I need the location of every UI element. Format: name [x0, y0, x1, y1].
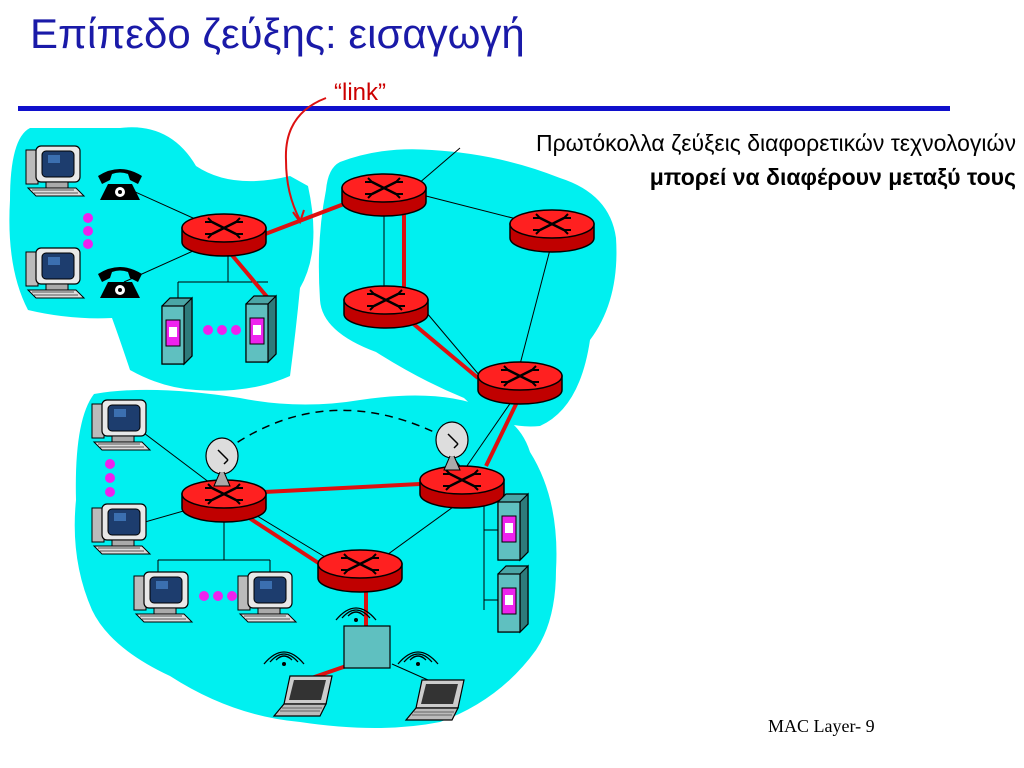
network-cloud-topleft	[9, 127, 314, 391]
desktop-computer-icon	[91, 503, 151, 555]
desktop-computer-icon	[91, 399, 151, 451]
ellipsis-dots	[199, 591, 237, 601]
satellite-link	[225, 409, 451, 451]
title-divider	[18, 106, 950, 111]
server-icon	[161, 297, 193, 365]
link-label: “link”	[334, 79, 386, 106]
desktop-computer-icon	[133, 571, 193, 623]
router-right	[508, 208, 596, 254]
slide-footer: MAC Layer- 9	[768, 716, 875, 736]
description-line-2: μπορεί να διαφέρουν μεταξύ τους	[649, 164, 1016, 190]
description: Πρωτόκολλα ζεύξεις διαφορετικών τεχνολογ…	[380, 126, 1016, 194]
router-middle	[342, 284, 430, 330]
ellipsis-dots	[83, 213, 93, 249]
server-icon	[245, 295, 277, 363]
server-icon	[497, 565, 529, 633]
desktop-computer-icon	[25, 247, 85, 299]
desktop-computer-icon	[237, 571, 297, 623]
description-line-1: Πρωτόκολλα ζεύξεις διαφορετικών τεχνολογ…	[535, 130, 1016, 156]
slide-title: Επίπεδο ζεύξης: εισαγωγή	[30, 10, 525, 57]
router-topleft	[180, 212, 268, 258]
router-bottom-center	[316, 548, 404, 594]
wireless-access-point	[343, 625, 391, 669]
link-label-arrow	[284, 97, 327, 221]
ellipsis-dots	[203, 325, 241, 335]
server-icon	[497, 493, 529, 561]
ellipsis-dots	[105, 459, 115, 497]
router-lower-right	[476, 360, 564, 406]
router-bottom-right	[418, 464, 506, 510]
desktop-computer-icon	[25, 145, 85, 197]
